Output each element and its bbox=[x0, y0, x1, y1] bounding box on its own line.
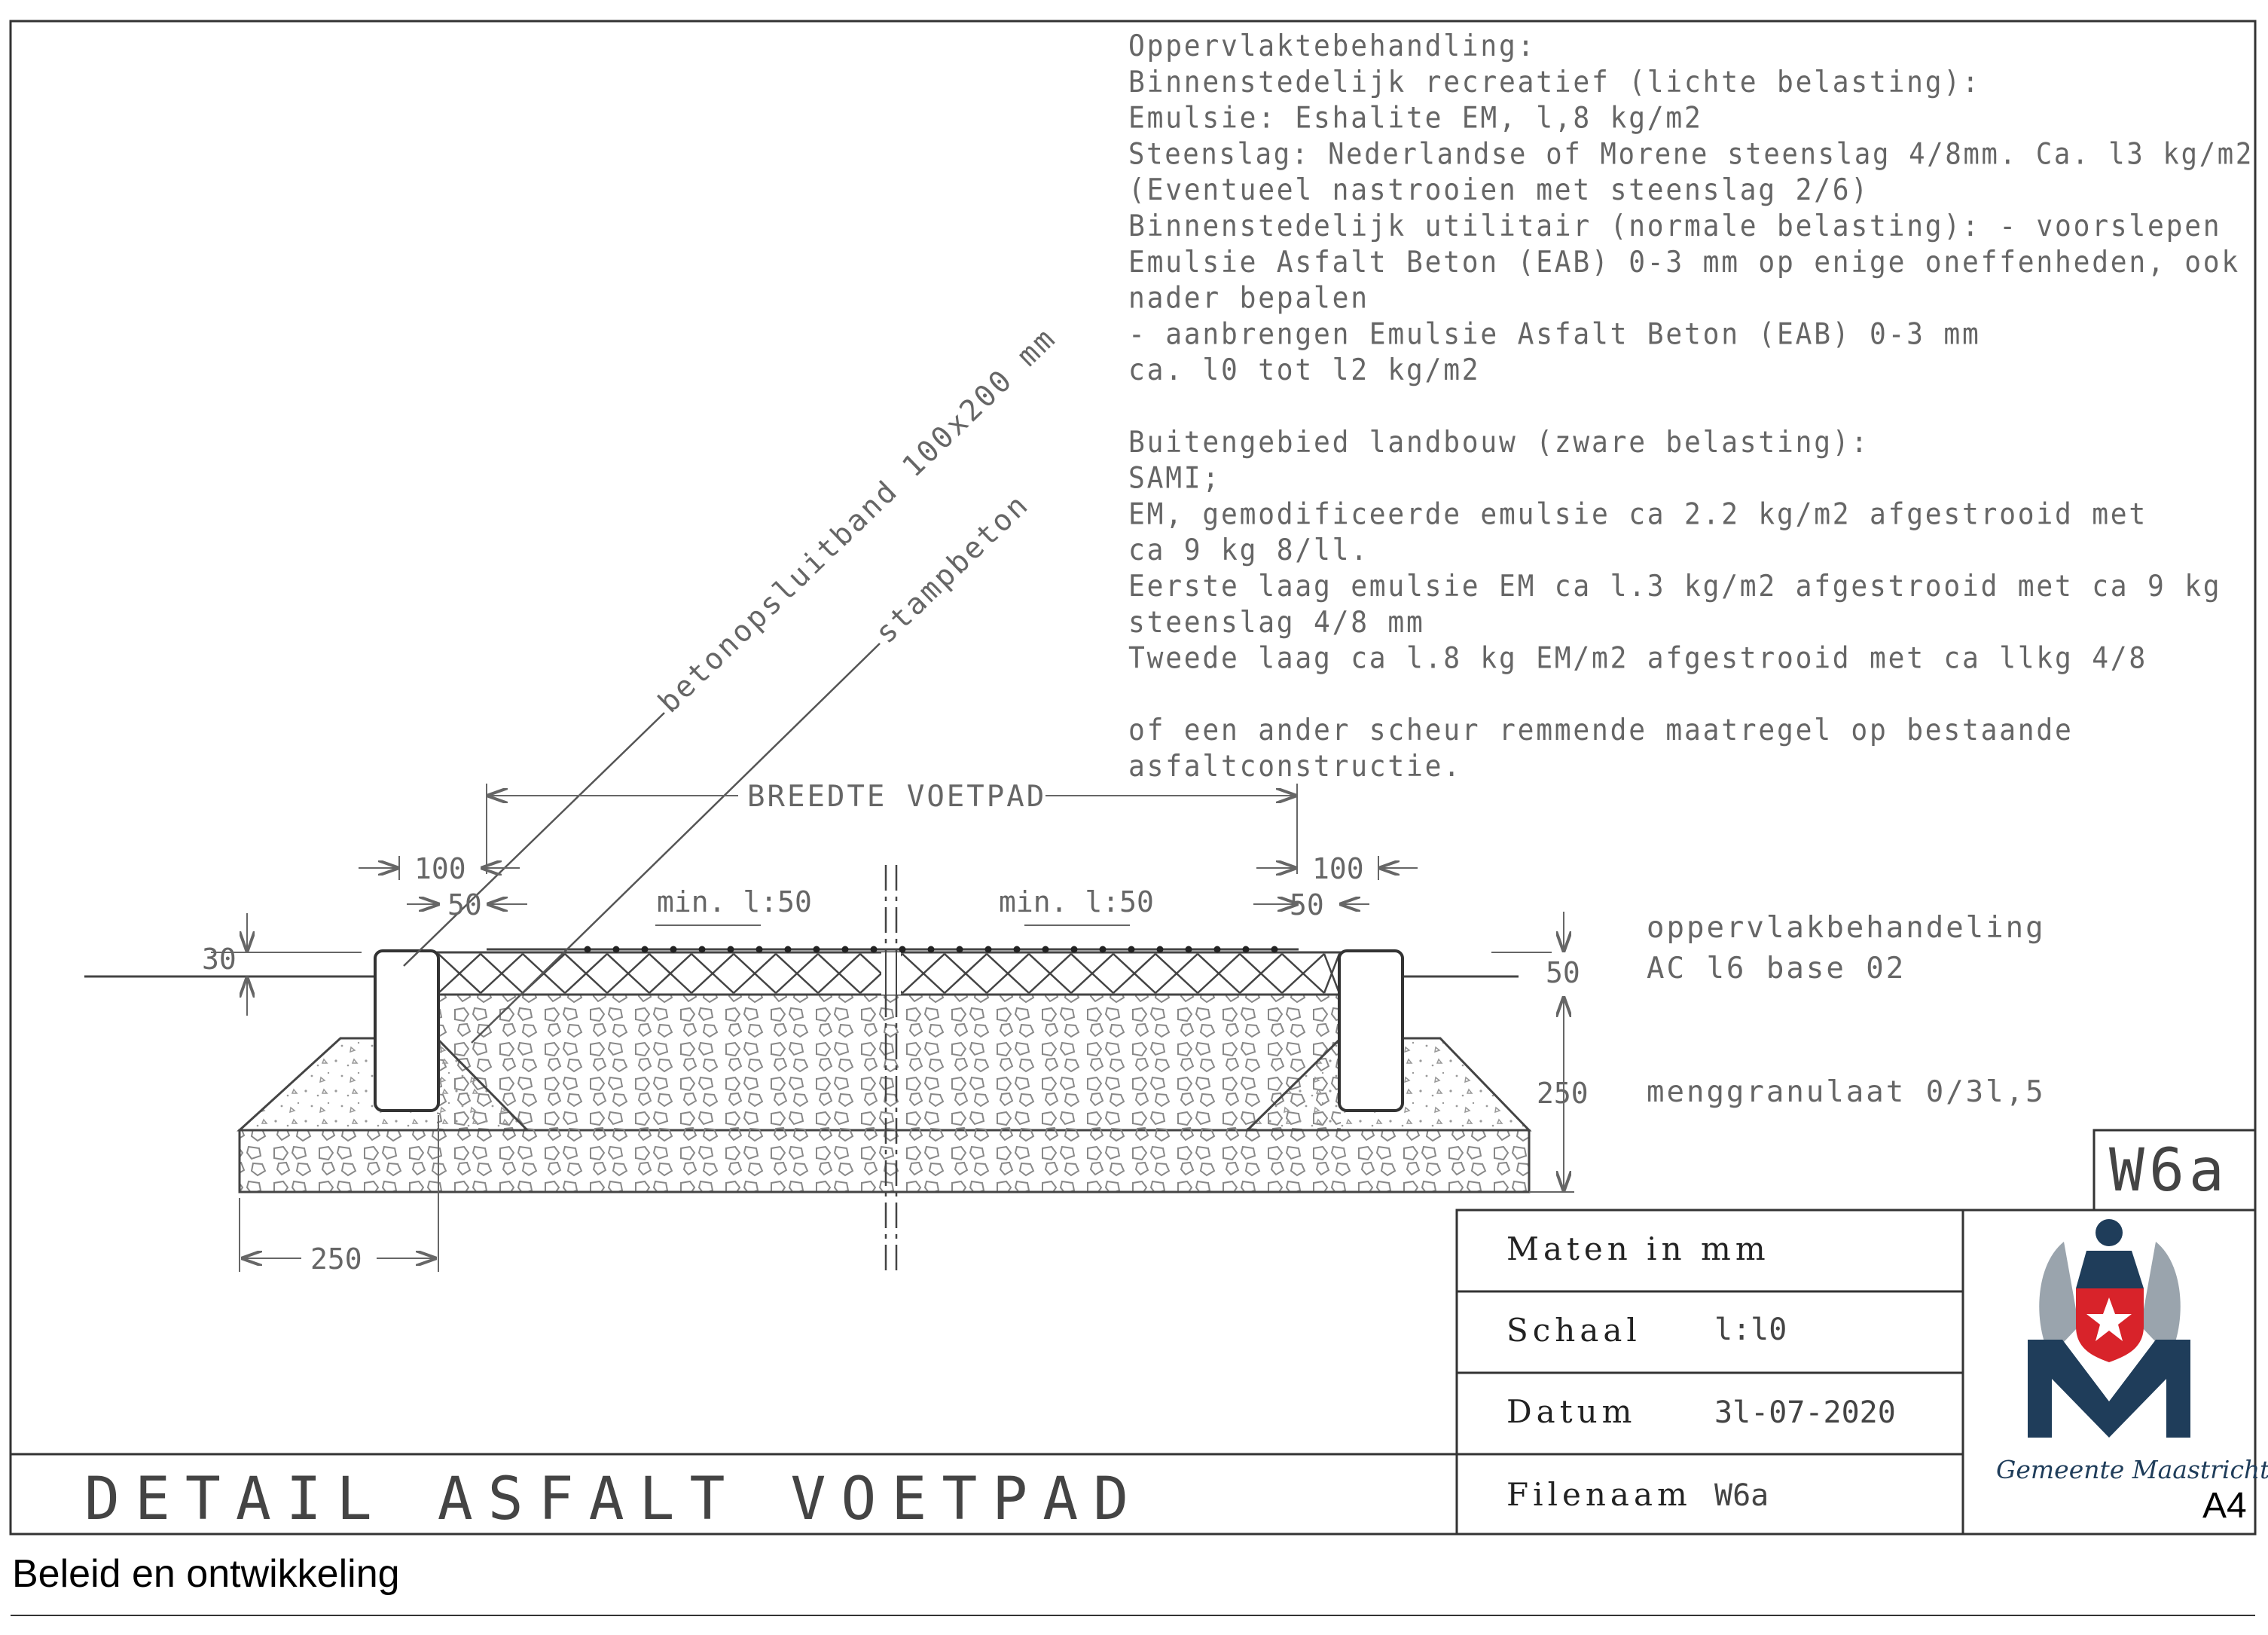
dim-30: 30 bbox=[202, 943, 237, 976]
drawing-code: W6a bbox=[2109, 1137, 2229, 1205]
note-line: Emulsie Asfalt Beton (EAB) 0-3 mm op eni… bbox=[1128, 246, 2240, 280]
schaal-label: Schaal bbox=[1506, 1312, 1641, 1349]
code-box bbox=[2092, 1129, 2257, 1212]
dim-50-right: 50 bbox=[1290, 888, 1324, 921]
note-line: Buitengebied landbouw (zware belasting): bbox=[1128, 426, 1870, 460]
note-line: - aanbrengen Emulsie Asfalt Beton (EAB) … bbox=[1128, 317, 1981, 351]
footer-text: Beleid en ontwikkeling bbox=[12, 1552, 400, 1596]
note-line: Tweede laag ca l.8 kg EM/m2 afgestrooid … bbox=[1128, 642, 2147, 676]
dim-100-right: 100 bbox=[1312, 852, 1364, 885]
datum-label: Datum bbox=[1506, 1393, 1636, 1430]
dim-250-layer: 250 bbox=[1537, 1077, 1589, 1110]
note-line: EM, gemodificeerde emulsie ca 2.2 kg/m2 … bbox=[1128, 497, 2147, 531]
title-block: W6a Maten in mm Schaal l:l0 Datum 3l-07-… bbox=[11, 1129, 2268, 1536]
paper-size: A4 bbox=[2202, 1486, 2247, 1526]
curb-left bbox=[374, 949, 440, 1112]
specification-notes: Oppervlaktebehandling:Binnenstedelijk re… bbox=[1128, 29, 2254, 784]
dim-50-layer: 50 bbox=[1546, 956, 1580, 989]
sheet-border bbox=[9, 20, 2257, 1536]
drawing-title: DETAIL ASFALT VOETPAD bbox=[84, 1465, 1143, 1533]
note-line: asfaltconstructie. bbox=[1128, 750, 1462, 784]
note-line: Binnenstedelijk utilitair (normale belas… bbox=[1128, 209, 2221, 243]
slope-right: min. l:50 bbox=[999, 885, 1154, 918]
note-line: SAMI; bbox=[1128, 462, 1221, 496]
cross-section: betonopsluitband 100x200 mm stampbeton B… bbox=[84, 321, 2046, 1276]
note-line: nader bepalen bbox=[1128, 282, 1369, 316]
gemeente-maastricht-logo: Gemeente Maastricht bbox=[1996, 1219, 2268, 1484]
layer-label-base: menggranulaat 0/3l,5 bbox=[1647, 1075, 2046, 1109]
schaal-value: l:l0 bbox=[1714, 1313, 1787, 1347]
maten-label: Maten in mm bbox=[1506, 1230, 1770, 1267]
dim-100-left: 100 bbox=[414, 852, 466, 885]
leader-label-stampbeton: stampbeton bbox=[869, 487, 1036, 650]
note-line: steenslag 4/8 mm bbox=[1128, 606, 1425, 640]
dim-250-bottom: 250 bbox=[310, 1242, 362, 1276]
base-layer-top bbox=[437, 993, 1341, 1132]
logo-text: Gemeente Maastricht bbox=[1996, 1455, 2268, 1484]
note-line: Binnenstedelijk recreatief (lichte belas… bbox=[1128, 66, 1981, 99]
datum-value: 3l-07-2020 bbox=[1714, 1395, 1896, 1430]
curb-right bbox=[1338, 949, 1404, 1112]
note-line: ca 9 kg 8/ll. bbox=[1128, 533, 1369, 567]
note-line: Emulsie: Eshalite EM, l,8 kg/m2 bbox=[1128, 102, 1703, 136]
width-label: BREEDTE VOETPAD bbox=[747, 780, 1046, 814]
note-line: (Eventueel nastrooien met steenslag 2/6) bbox=[1128, 173, 1870, 207]
slope-left: min. l:50 bbox=[657, 885, 812, 918]
base-layer-bottom bbox=[238, 1129, 1531, 1193]
layer-label-surface: oppervlakbehandeling bbox=[1647, 911, 2046, 945]
note-line: Eerste laag emulsie EM ca l.3 kg/m2 afge… bbox=[1128, 570, 2221, 604]
note-line: ca. l0 tot l2 kg/m2 bbox=[1128, 353, 1480, 387]
dim-50-left: 50 bbox=[447, 888, 482, 921]
note-line: of een ander scheur remmende maatregel o… bbox=[1128, 714, 2074, 747]
note-line: Steenslag: Nederlandse of Morene steensl… bbox=[1128, 137, 2254, 171]
filenaam-value: W6a bbox=[1714, 1478, 1769, 1513]
filenaam-label: Filenaam bbox=[1506, 1476, 1692, 1513]
layer-label-asphalt: AC l6 base 02 bbox=[1647, 952, 1906, 986]
note-line: Oppervlaktebehandling: bbox=[1128, 29, 1536, 63]
